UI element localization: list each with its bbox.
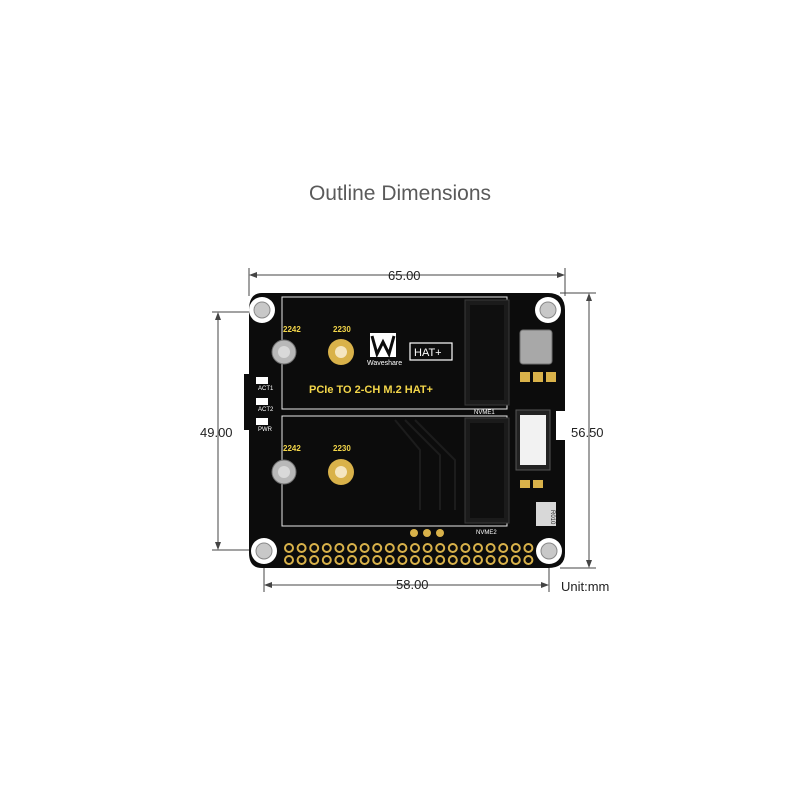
hat-badge-frame	[409, 342, 453, 361]
gpio-pad	[284, 555, 294, 565]
gpio-pad	[309, 555, 320, 565]
waveshare-logo	[370, 333, 453, 361]
dimension-lines	[212, 268, 596, 592]
gpio-pad	[447, 543, 458, 553]
led-act1-label: ACT1	[258, 386, 274, 392]
slot2-size-b: 2230	[333, 444, 351, 453]
gpio-pad	[359, 543, 370, 553]
nvme1-label: NVME1	[474, 410, 495, 416]
gpio-pad	[473, 543, 483, 553]
standoffs	[271, 339, 354, 485]
brand-label: Waveshare	[367, 360, 402, 367]
slot1-size-b: 2230	[333, 325, 351, 334]
gpio-pad	[334, 543, 345, 553]
gpio-pad	[347, 543, 357, 553]
page-title: Outline Dimensions	[308, 182, 492, 205]
slot2-size-a: 2242	[283, 444, 301, 453]
product-name: PCIe TO 2-CH M.2 HAT+	[309, 384, 433, 396]
gpio-pad	[523, 555, 534, 565]
gpio-pad	[435, 543, 446, 553]
gpio-pad	[321, 543, 332, 553]
gpio-pad	[372, 543, 383, 553]
left-height-label: 49.00	[200, 425, 233, 440]
gpio-pad	[321, 555, 332, 565]
gpio-pad	[309, 543, 320, 553]
gpio-pad	[334, 555, 345, 565]
gpio-pad	[473, 555, 483, 565]
gpio-pad	[498, 555, 509, 565]
mount-hole-bottom-left	[251, 538, 277, 564]
gpio-pad	[435, 555, 446, 565]
gpio-pad	[460, 543, 471, 553]
bottom-width-label: 58.00	[396, 577, 429, 592]
gpio-pad	[296, 543, 307, 553]
mount-hole-bottom-right	[536, 538, 562, 564]
mounting-holes	[249, 297, 562, 564]
dimension-arrows	[215, 272, 592, 588]
gpio-pad	[384, 543, 395, 553]
gpio-pad	[284, 543, 294, 553]
gpio-pad	[397, 543, 408, 553]
right-components	[515, 329, 556, 526]
slot1-size-a: 2242	[283, 325, 301, 334]
gpio-pad	[510, 543, 521, 553]
gpio-pad	[296, 555, 307, 565]
gpio-pad	[410, 555, 420, 565]
test-pads	[410, 529, 444, 537]
gpio-pad	[422, 555, 433, 565]
gpio-pad	[397, 555, 408, 565]
status-leds	[256, 377, 268, 425]
gpio-header	[284, 543, 534, 565]
right-height-label: 56.50	[571, 425, 604, 440]
gpio-pad	[359, 555, 370, 565]
gpio-pad	[523, 543, 534, 553]
top-width-label: 65.00	[388, 268, 421, 283]
gpio-pad	[510, 555, 521, 565]
hat-badge: HAT+	[414, 347, 442, 359]
gpio-pad	[410, 543, 420, 553]
gpio-pad	[498, 543, 509, 553]
mount-hole-top-right	[535, 297, 561, 323]
chip-label: R010	[549, 510, 555, 525]
mount-hole-top-left	[249, 297, 275, 323]
gpio-pad	[422, 543, 433, 553]
gpio-pad	[372, 555, 383, 565]
unit-label: Unit:mm	[561, 579, 610, 594]
gpio-pad	[485, 555, 496, 565]
m2-connectors	[464, 299, 510, 524]
led-pwr-label: PWR	[258, 427, 273, 433]
led-act2-label: ACT2	[258, 407, 274, 413]
nvme2-label: NVME2	[476, 530, 497, 536]
gpio-pad	[485, 543, 496, 553]
gpio-pad	[447, 555, 458, 565]
gpio-pad	[460, 555, 471, 565]
gpio-pad	[347, 555, 357, 565]
gpio-pad	[384, 555, 395, 565]
